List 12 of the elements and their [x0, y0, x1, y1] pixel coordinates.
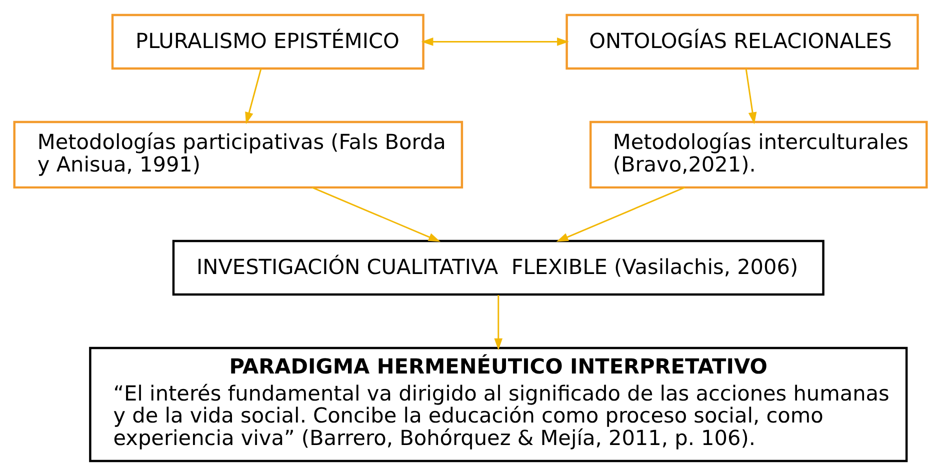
node-box: Metodologías interculturales (Bravo,2021).: [589, 120, 928, 188]
node-box: INVESTIGACIÓN CUALITATIVA FLEXIBLE (Vasilachis, 2006): [172, 239, 824, 296]
arrow: [312, 186, 440, 242]
arrow: [494, 294, 503, 350]
arrow: [556, 186, 686, 242]
node-box: ONTOLOGÍAS RELACIONALES: [566, 13, 919, 70]
arrow: [421, 37, 569, 46]
arrow: [745, 68, 757, 124]
node-box: Metodologías participativas (Fals Borda y Anisua, 1991): [13, 120, 464, 188]
node-box: PARADIGMA HERMENÉUTICO INTERPRETATIVO “El interés fundamental va dirigido al significado de las acciones humanas y de la vida social. Concibe la educación como proceso social, como experiencia viva” (Barrero, Bohórquez & Mejía, 2011, p. 106).: [89, 346, 908, 462]
arrow: [245, 68, 262, 124]
node-box: PLURALISMO EPISTÉMICO: [111, 13, 424, 70]
